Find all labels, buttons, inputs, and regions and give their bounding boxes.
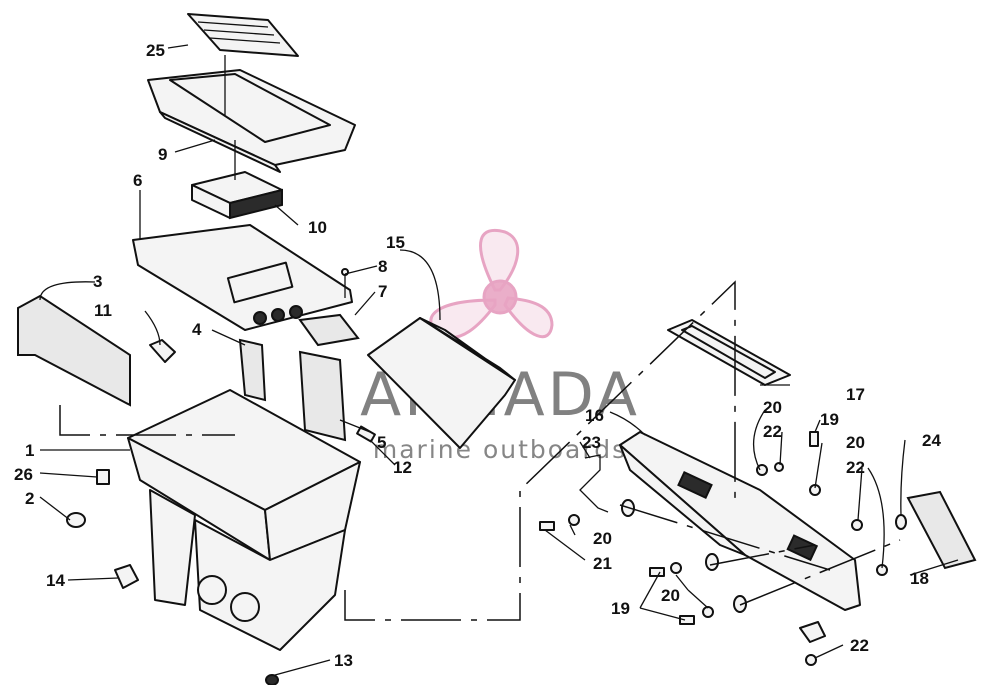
callout-24: 24 — [922, 431, 941, 450]
callout-16: 16 — [585, 406, 604, 425]
callout-20-b: 20 — [846, 433, 865, 452]
callout-3: 3 — [93, 272, 102, 291]
callout-13: 13 — [334, 651, 353, 670]
watermark-tagline: marine outboards — [373, 435, 627, 464]
callout-4: 4 — [192, 320, 202, 339]
callout-20-a: 20 — [763, 398, 782, 417]
part-grommet-2 — [66, 512, 86, 528]
propeller-icon — [429, 229, 554, 340]
callout-7: 7 — [378, 282, 387, 301]
callout-17: 17 — [846, 385, 865, 404]
callout-23: 23 — [582, 433, 601, 452]
callout-21: 21 — [593, 554, 612, 573]
callout-14: 14 — [46, 571, 65, 590]
callout-26: 26 — [14, 465, 33, 484]
callout-labels: 25 9 6 10 15 8 7 3 11 4 1 26 2 14 13 5 1… — [14, 41, 941, 670]
part-clip-26 — [96, 469, 110, 485]
assembly-lines — [59, 280, 901, 621]
part-filter-10 — [191, 171, 283, 220]
part-duct-16 — [619, 431, 861, 611]
callout-15: 15 — [386, 233, 405, 252]
part-foam-24 — [906, 490, 977, 570]
callout-9: 9 — [158, 145, 167, 164]
part-foam-3 — [17, 294, 131, 407]
part-foam-7 — [298, 313, 360, 347]
callout-20-d: 20 — [661, 586, 680, 605]
callout-6: 6 — [133, 171, 142, 190]
callout-2: 2 — [25, 489, 34, 508]
part-clip-11 — [149, 339, 176, 363]
part-foam-4 — [238, 338, 347, 442]
callout-11: 11 — [94, 301, 112, 320]
part-clip-14 — [114, 564, 139, 589]
callout-20-c: 20 — [593, 529, 612, 548]
part-plug-13 — [265, 674, 279, 685]
callout-22-c: 22 — [850, 636, 869, 655]
callout-12: 12 — [393, 458, 412, 477]
callout-19-a: 19 — [820, 410, 839, 429]
part-tray-6 — [132, 224, 353, 331]
callout-19-b: 19 — [611, 599, 630, 618]
part-wire-23 — [579, 454, 609, 513]
callout-8: 8 — [378, 257, 387, 276]
part-inlet-15 — [367, 317, 516, 449]
callout-25: 25 — [146, 41, 165, 60]
callout-22-b: 22 — [846, 458, 865, 477]
callout-22-a: 22 — [763, 422, 782, 441]
callout-10: 10 — [308, 218, 327, 237]
part-airbox-1 — [127, 389, 361, 651]
leader-lines — [39, 44, 959, 676]
part-decal-25 — [187, 13, 299, 57]
part-cover-9 — [147, 69, 356, 173]
callout-18: 18 — [910, 569, 929, 588]
callout-1: 1 — [25, 441, 34, 460]
callout-5: 5 — [377, 433, 386, 452]
